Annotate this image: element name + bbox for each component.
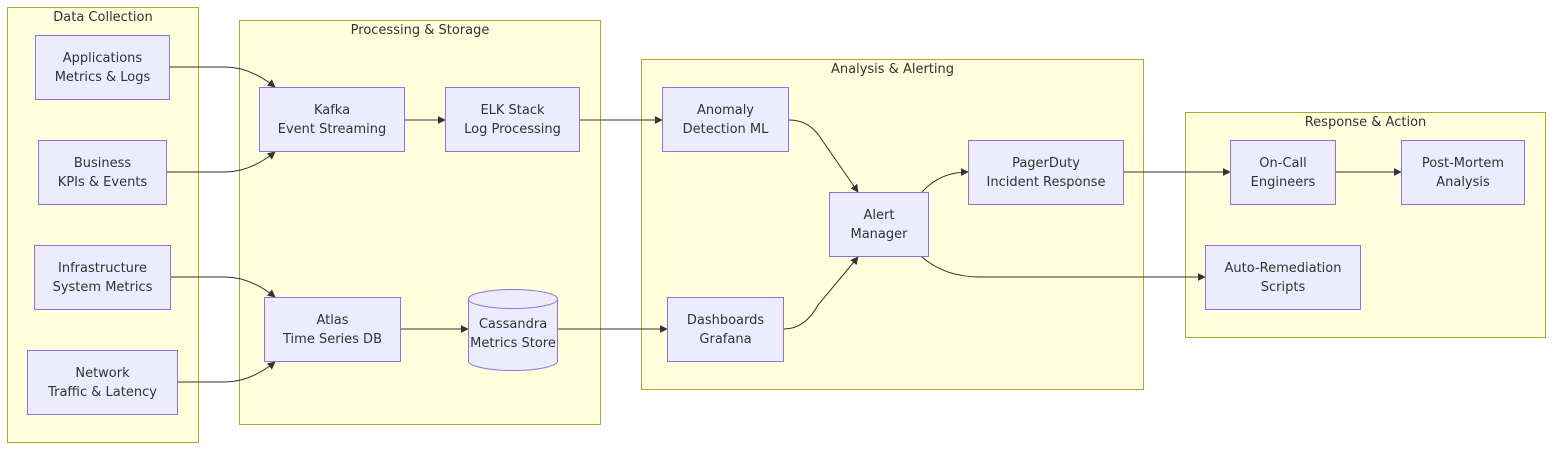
edge-alert-manager-pagerduty [921,168,969,193]
node-label: Kafka [313,102,351,118]
node-label: Post-Mortem [1421,155,1505,171]
node-label: Alert [863,207,895,223]
edge-anomaly-alert-manager [788,119,859,193]
node-label: On-Call [1259,155,1307,171]
edge-applications-kafka [170,66,276,88]
node-autoremediation[interactable]: Auto-Remediation Scripts [1205,245,1361,310]
node-label: Event Streaming [277,121,387,137]
edge-business-kafka [167,151,276,173]
edge-alert-manager-autoremediation [921,256,1206,281]
edge-dashboards-alert-manager [783,256,859,330]
node-label: Atlas [316,312,349,328]
node-label: Metrics Store [470,336,556,351]
node-pagerduty[interactable]: PagerDuty Incident Response [968,140,1124,205]
node-label: Log Processing [464,121,561,137]
node-dashboards[interactable]: Dashboards Grafana [667,297,784,362]
node-postmortem[interactable]: Post-Mortem Analysis [1401,140,1525,205]
node-label: Grafana [699,331,752,347]
node-label: Analysis [1436,174,1490,190]
node-label: Dashboards [686,312,765,328]
node-cassandra[interactable]: Cassandra Metrics Store [468,289,558,371]
node-anomaly[interactable]: Anomaly Detection ML [662,87,789,152]
node-oncall[interactable]: On-Call Engineers [1230,140,1336,205]
node-business[interactable]: Business KPIs & Events [38,140,167,205]
node-label: Metrics & Logs [54,69,151,85]
cylinder-shape [468,289,558,371]
node-label: Applications [62,50,143,66]
node-label: Network [75,365,130,381]
node-label: Business [73,155,132,171]
cluster-title: Processing & Storage [350,23,490,38]
edge-infrastructure-atlas [171,276,276,298]
cluster-title: Data Collection [53,10,153,25]
node-label: Scripts [1260,279,1306,295]
node-applications[interactable]: Applications Metrics & Logs [35,35,170,100]
node-label: Time Series DB [283,331,382,347]
node-label: Anomaly [696,102,755,118]
node-kafka[interactable]: Kafka Event Streaming [259,87,405,152]
node-network[interactable]: Network Traffic & Latency [27,350,178,415]
edge-network-atlas [178,361,276,383]
node-label: KPIs & Events [57,174,148,190]
node-label: Cassandra [478,317,548,332]
node-label: Auto-Remediation [1224,260,1342,276]
node-label: Traffic & Latency [48,384,157,400]
node-elk[interactable]: ELK Stack Log Processing [445,87,580,152]
node-label: PagerDuty [1012,155,1080,171]
node-alert-manager[interactable]: Alert Manager [829,192,929,257]
node-label: Engineers [1250,174,1316,190]
node-label: Incident Response [986,174,1106,190]
node-label: Infrastructure [58,260,147,276]
node-label: ELK Stack [480,102,545,118]
cluster-title: Analysis & Alerting [830,62,954,77]
cluster-title: Response & Action [1304,115,1427,130]
node-atlas[interactable]: Atlas Time Series DB [264,297,401,362]
node-label: Detection ML [682,121,769,137]
node-label: System Metrics [52,279,153,295]
node-infrastructure[interactable]: Infrastructure System Metrics [34,245,171,310]
node-label: Manager [850,226,908,242]
